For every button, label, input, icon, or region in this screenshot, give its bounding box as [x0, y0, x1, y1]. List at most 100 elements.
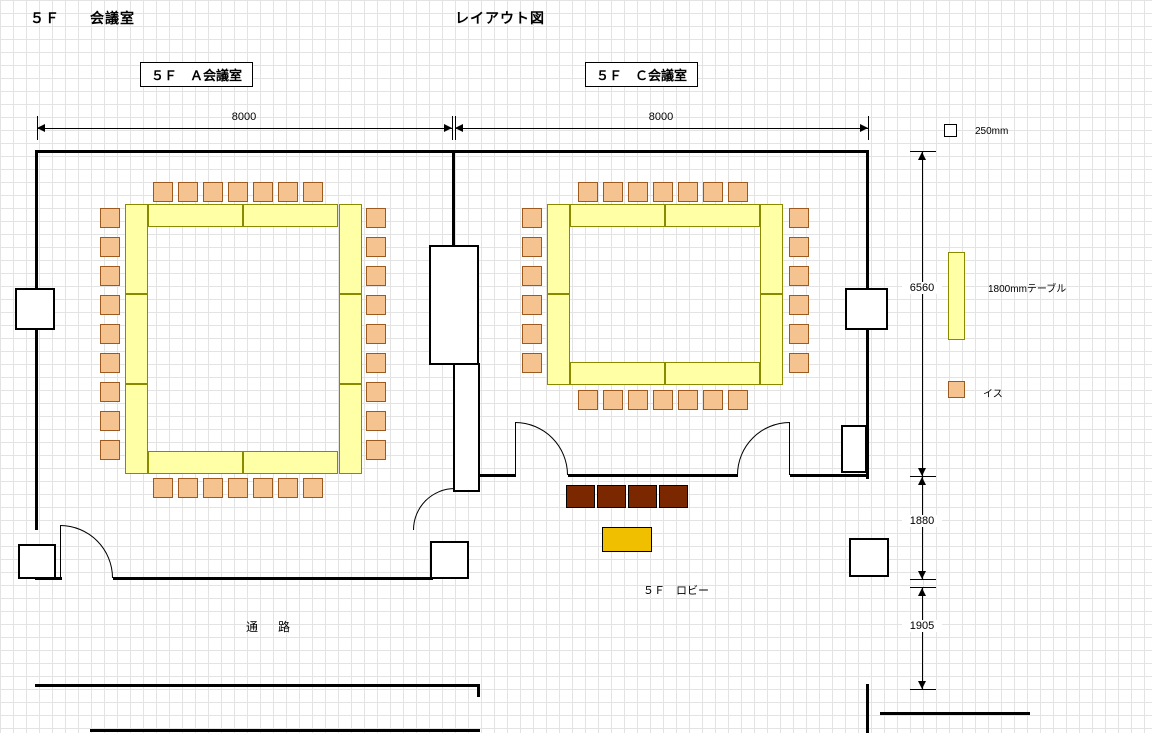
meeting-table [243, 204, 338, 227]
pillar [849, 538, 889, 577]
chair [728, 182, 748, 202]
dimension-tick [910, 151, 936, 152]
corridor-label: 通 路 [246, 620, 295, 634]
meeting-table [339, 384, 362, 474]
chair [628, 182, 648, 202]
meeting-table [148, 204, 243, 227]
dimension-arrow [918, 152, 926, 160]
chair [100, 237, 120, 257]
chair [366, 208, 386, 228]
dimension-line [922, 477, 923, 579]
wall [90, 729, 480, 732]
meeting-table [125, 294, 148, 384]
chair [228, 478, 248, 498]
lobby-bench [628, 485, 657, 508]
pillar [453, 363, 480, 492]
chair [628, 390, 648, 410]
meeting-table [665, 204, 760, 227]
dimension-tick [910, 587, 936, 588]
chair [366, 295, 386, 315]
chair [153, 478, 173, 498]
door-arc [737, 422, 790, 475]
dimension-tick [910, 689, 936, 690]
chair [100, 208, 120, 228]
lobby-table [602, 527, 652, 552]
chair [522, 353, 542, 373]
chair [789, 295, 809, 315]
legend-chair-label: イス [983, 389, 1003, 400]
meeting-table [760, 294, 783, 385]
dimension-line [37, 128, 452, 129]
chair [366, 324, 386, 344]
chair [100, 440, 120, 460]
wall [113, 577, 433, 580]
chair [678, 182, 698, 202]
chair [522, 237, 542, 257]
meeting-table [760, 204, 783, 294]
pillar [841, 425, 867, 473]
chair [578, 182, 598, 202]
chair [678, 390, 698, 410]
dimension-tick [910, 476, 936, 477]
wall [790, 474, 869, 477]
legend-swatch [944, 124, 957, 137]
dimension-arrow [918, 588, 926, 596]
pillar [15, 288, 55, 330]
meeting-table [547, 204, 570, 294]
chair [100, 324, 120, 344]
dim-height-lobby: 1880 [902, 515, 942, 527]
page-title: ５Ｆ 会議室 [30, 10, 135, 26]
chair [100, 382, 120, 402]
wall [35, 150, 38, 530]
meeting-table [125, 204, 148, 294]
chair [100, 353, 120, 373]
meeting-table [339, 294, 362, 384]
dim-room-c-width: 8000 [648, 111, 674, 123]
dimension-line [922, 588, 923, 689]
chair [366, 237, 386, 257]
lobby-bench [597, 485, 626, 508]
pillar [430, 541, 469, 579]
dimension-tick [910, 579, 936, 580]
chair [703, 182, 723, 202]
chair [728, 390, 748, 410]
dimension-arrow [918, 468, 926, 476]
pillar [18, 544, 56, 579]
dimension-arrow [37, 124, 45, 132]
dimension-arrow [918, 681, 926, 689]
dim-room-a-width: 8000 [231, 111, 257, 123]
dim-height-main: 6560 [902, 282, 942, 294]
chair [178, 478, 198, 498]
wall [477, 684, 480, 697]
meeting-table [665, 362, 760, 385]
dimension-tick [868, 116, 869, 140]
dimension-arrow [918, 477, 926, 485]
meeting-table [148, 451, 243, 474]
chair [366, 411, 386, 431]
wall [568, 474, 738, 477]
chair [603, 390, 623, 410]
chair [653, 182, 673, 202]
pillar [429, 245, 479, 365]
dimension-line [455, 128, 868, 129]
lobby-bench [659, 485, 688, 508]
door-arc [413, 488, 455, 530]
chair [228, 182, 248, 202]
legend-square-label: 250mm [975, 126, 1009, 137]
chair [153, 182, 173, 202]
dimension-arrow [444, 124, 452, 132]
chair [303, 182, 323, 202]
chair [366, 382, 386, 402]
meeting-table [339, 204, 362, 294]
chair [100, 266, 120, 286]
meeting-table [125, 384, 148, 474]
chair [203, 478, 223, 498]
chair [303, 478, 323, 498]
door-arc [60, 525, 113, 578]
chair [789, 266, 809, 286]
chair [522, 324, 542, 344]
chair [578, 390, 598, 410]
wall [880, 712, 1030, 715]
